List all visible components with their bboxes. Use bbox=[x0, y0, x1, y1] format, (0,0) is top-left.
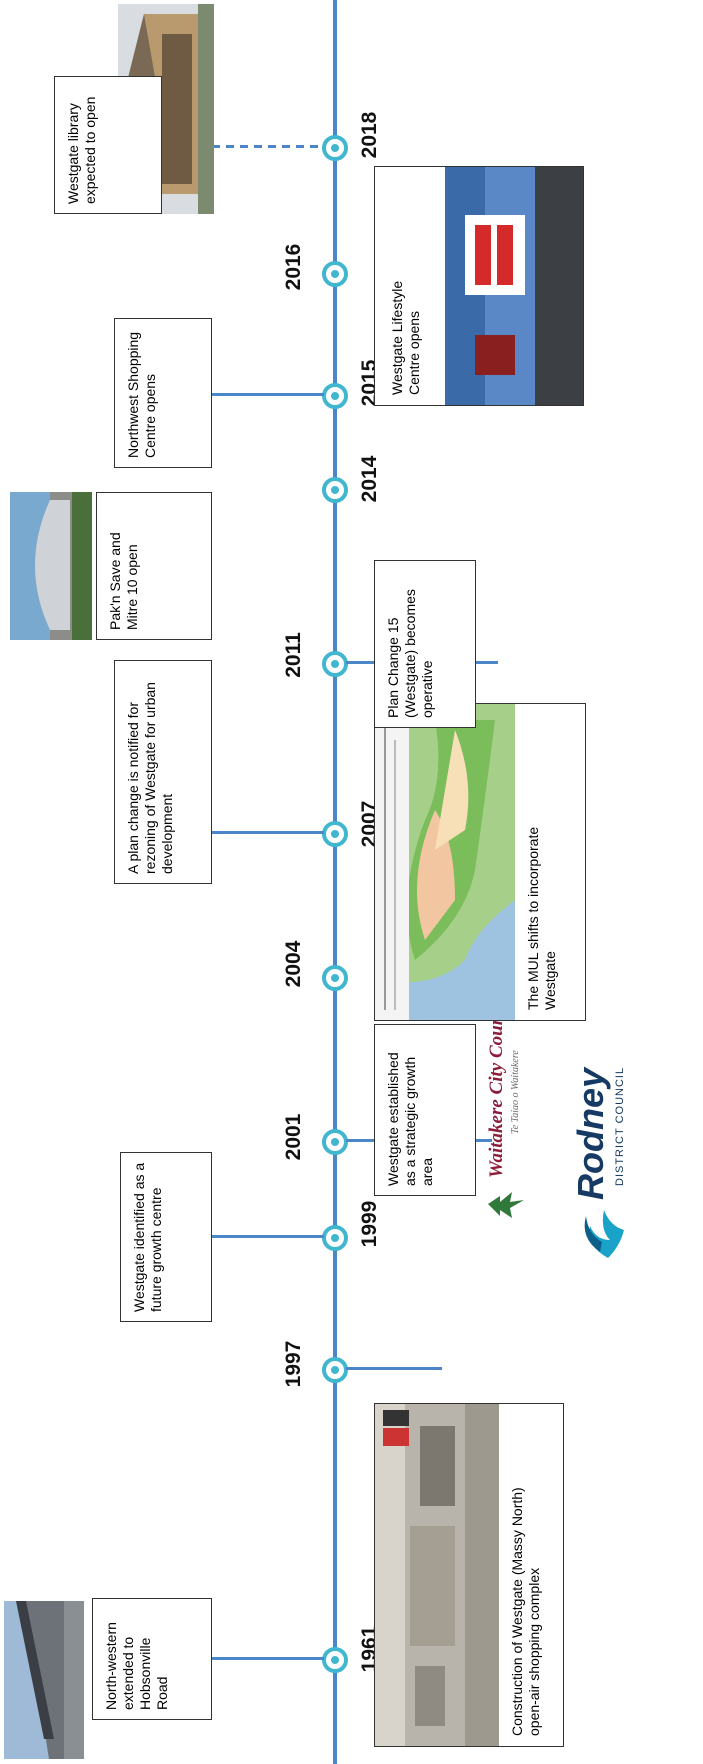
fern-leaf-icon bbox=[488, 1192, 524, 1218]
event-box-2001: Westgate established as a strategic grow… bbox=[374, 1024, 476, 1196]
connector-2018 bbox=[212, 145, 324, 148]
wave-icon bbox=[584, 1210, 624, 1258]
marker-2014 bbox=[322, 477, 348, 503]
marker-1999 bbox=[322, 1225, 348, 1251]
rodney-sub: DISTRICT COUNCIL bbox=[614, 1066, 626, 1186]
event-box-2015: Northwest Shopping Centre opens bbox=[114, 318, 212, 468]
event-box-2007: A plan change is notified for rezoning o… bbox=[114, 660, 212, 884]
marker-2011 bbox=[322, 651, 348, 677]
rodney-logo: Rodney DISTRICT COUNCIL bbox=[558, 1044, 648, 1264]
event-box-2016: Westgate Lifestyle Centre opens bbox=[374, 166, 584, 406]
photo-lifestyle-centre bbox=[445, 167, 583, 405]
year-label-2011: 2011 bbox=[282, 632, 305, 678]
photo-westgate-construction bbox=[375, 1404, 499, 1746]
waitakere-tagline: Te Taiao o Waitakere bbox=[510, 1050, 521, 1134]
event-text-2016: Westgate Lifestyle Centre opens bbox=[389, 280, 422, 395]
rodney-name: Rodney bbox=[570, 1067, 611, 1200]
marker-2001 bbox=[322, 1129, 348, 1155]
year-label-2018: 2018 bbox=[358, 111, 381, 159]
marker-2004 bbox=[322, 965, 348, 991]
year-label-2014: 2014 bbox=[358, 455, 381, 503]
year-label-2004: 2004 bbox=[282, 940, 305, 988]
connector-1999 bbox=[212, 1235, 324, 1238]
marker-1961 bbox=[322, 1647, 348, 1673]
connector-2007 bbox=[212, 831, 324, 834]
marker-1997 bbox=[322, 1357, 348, 1383]
connector-1961 bbox=[212, 1657, 324, 1660]
waitakere-name: Waitakere City Council bbox=[486, 995, 507, 1178]
year-label-1997: 1997 bbox=[282, 1340, 305, 1388]
marker-2018 bbox=[322, 135, 348, 161]
photo-mul-map bbox=[375, 704, 515, 1020]
marker-2016 bbox=[322, 261, 348, 287]
event-box-1961: North-western extended to Hobsonville Ro… bbox=[92, 1598, 212, 1720]
event-box-1997: Construction of Westgate (Massy North) o… bbox=[374, 1403, 564, 1747]
marker-2007 bbox=[322, 821, 348, 847]
event-box-2004: The MUL shifts to incorporate Westgate bbox=[374, 703, 586, 1021]
event-box-2011: Plan Change 15 (Westgate) becomes operat… bbox=[374, 560, 476, 728]
photo-motorway-1961 bbox=[4, 1601, 84, 1759]
photo-paknsave bbox=[10, 492, 92, 640]
waitakere-logo: Waitakere City Council Te Taiao o Waitak… bbox=[478, 996, 548, 1264]
connector-1997 bbox=[346, 1367, 442, 1370]
event-box-1999: Westgate identified as a future growth c… bbox=[120, 1152, 212, 1322]
event-box-2018: Westgate library expected to open bbox=[54, 76, 162, 214]
year-label-2001: 2001 bbox=[282, 1113, 305, 1161]
connector-2015 bbox=[212, 393, 324, 396]
event-text-2004: The MUL shifts to incorporate Westgate bbox=[525, 826, 558, 1010]
year-label-2016: 2016 bbox=[282, 243, 305, 291]
event-box-2014: Pak'n Save and Mitre 10 open bbox=[96, 492, 212, 640]
event-text-1997: Construction of Westgate (Massy North) o… bbox=[509, 1487, 542, 1736]
year-label-1999: 1999 bbox=[358, 1200, 381, 1248]
marker-2015 bbox=[322, 383, 348, 409]
